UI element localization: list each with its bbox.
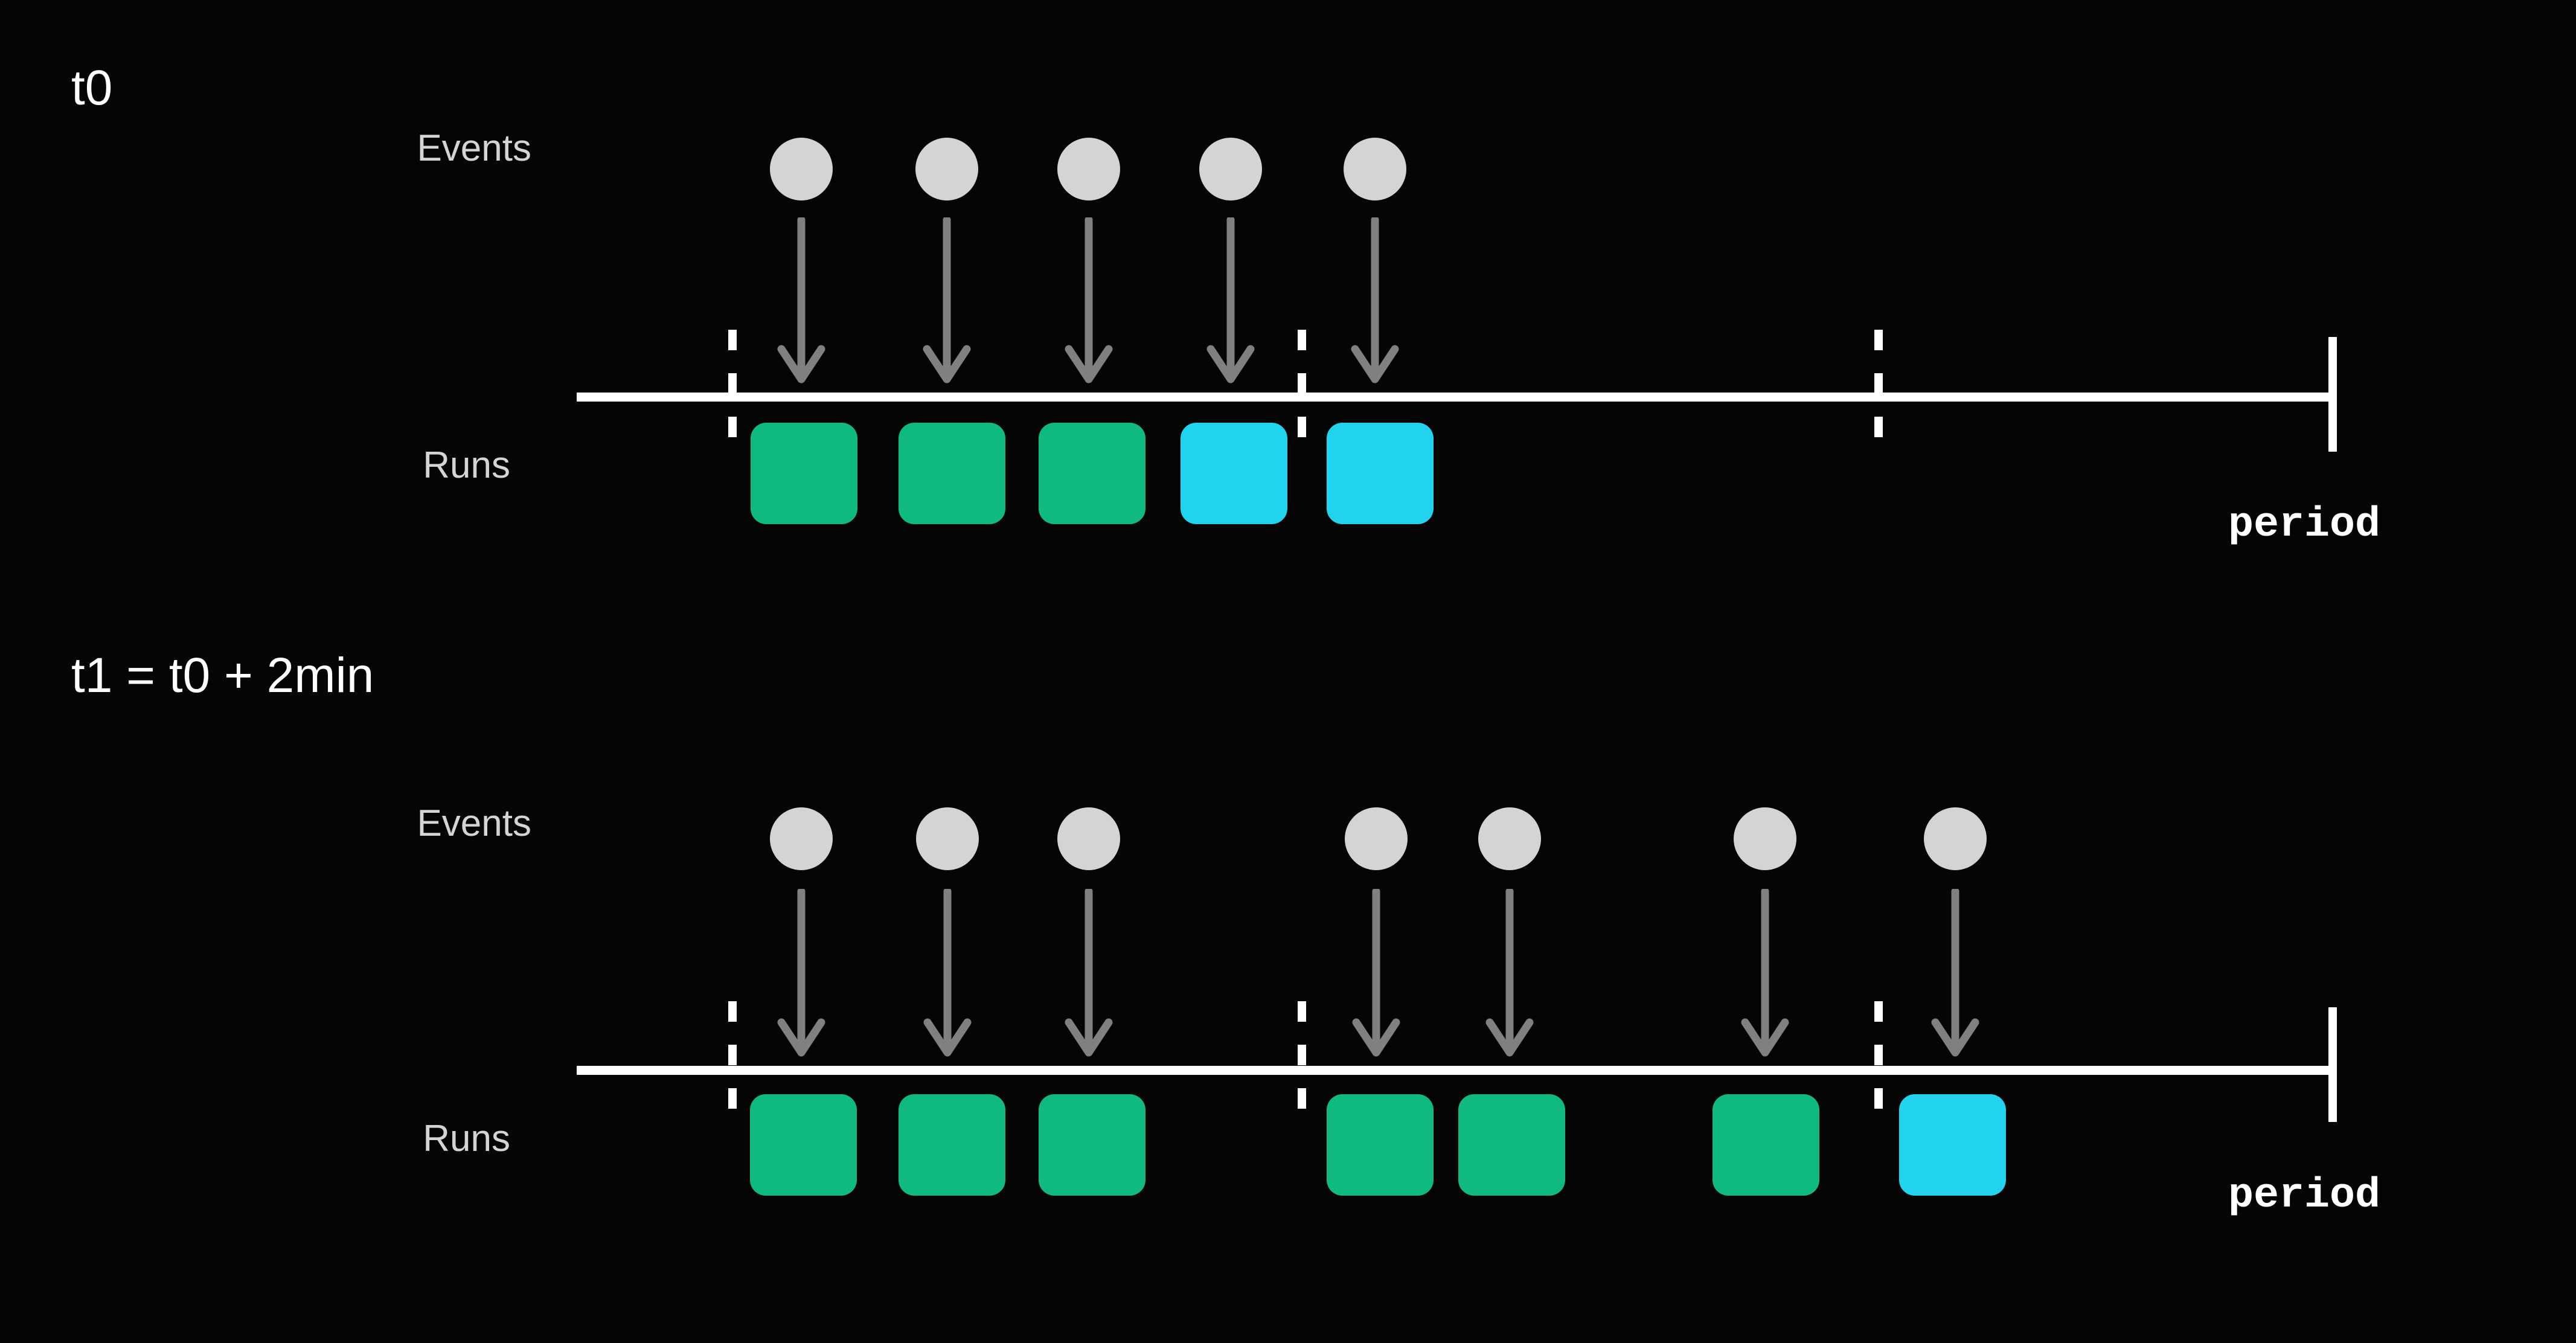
period-boundary-line bbox=[1874, 330, 1883, 450]
event-arrow bbox=[1062, 217, 1116, 388]
period-label-t0: period bbox=[2228, 501, 2381, 549]
event-dot bbox=[1734, 807, 1796, 870]
run-box-green bbox=[1713, 1094, 1819, 1196]
event-arrow bbox=[1203, 217, 1258, 388]
run-box-cyan bbox=[1899, 1094, 2006, 1196]
timeline-axis-t1 bbox=[577, 1066, 2336, 1075]
event-arrow bbox=[1062, 889, 1116, 1061]
event-arrow bbox=[920, 217, 974, 388]
period-boundary-line bbox=[728, 330, 737, 450]
run-box-green bbox=[750, 1094, 857, 1196]
event-dot bbox=[1478, 807, 1541, 870]
period-boundary-line bbox=[1298, 1001, 1306, 1122]
period-boundary-line bbox=[1298, 330, 1306, 450]
runs-label-t0: Runs bbox=[423, 444, 510, 486]
event-arrow bbox=[774, 889, 828, 1061]
timeline-end-tick-t1 bbox=[2328, 1007, 2337, 1122]
event-dot bbox=[915, 138, 978, 200]
event-dot bbox=[1344, 138, 1406, 200]
event-arrow bbox=[1348, 217, 1402, 388]
event-arrow bbox=[1738, 889, 1792, 1061]
runs-label-t1: Runs bbox=[423, 1118, 510, 1159]
timeline-title-t0: t0 bbox=[71, 60, 113, 115]
event-dot bbox=[916, 807, 979, 870]
run-box-green bbox=[899, 1094, 1005, 1196]
run-box-green bbox=[899, 423, 1005, 524]
events-label-t0: Events bbox=[417, 127, 531, 169]
run-box-green bbox=[1039, 1094, 1145, 1196]
event-dot bbox=[770, 138, 833, 200]
run-box-cyan bbox=[1181, 423, 1287, 524]
run-box-green bbox=[1039, 423, 1145, 524]
event-dot bbox=[1057, 807, 1120, 870]
run-box-cyan bbox=[1327, 423, 1434, 524]
timeline-title-t1: t1 = t0 + 2min bbox=[71, 648, 374, 703]
timeline-axis-t0 bbox=[577, 393, 2336, 402]
run-box-green bbox=[751, 423, 857, 524]
event-dot bbox=[1924, 807, 1987, 870]
period-label-t1: period bbox=[2228, 1172, 2381, 1220]
period-boundary-line bbox=[1874, 1001, 1883, 1122]
run-box-green bbox=[1327, 1094, 1434, 1196]
event-arrow bbox=[1482, 889, 1537, 1061]
event-dot bbox=[1345, 807, 1408, 870]
event-arrow bbox=[1349, 889, 1403, 1061]
event-arrow bbox=[774, 217, 828, 388]
event-dot bbox=[1057, 138, 1120, 200]
event-arrow bbox=[920, 889, 975, 1061]
run-box-green bbox=[1458, 1094, 1565, 1196]
event-dot bbox=[770, 807, 833, 870]
period-boundary-line bbox=[728, 1001, 737, 1122]
event-arrow bbox=[1928, 889, 1982, 1061]
event-dot bbox=[1199, 138, 1262, 200]
timeline-end-tick-t0 bbox=[2328, 337, 2337, 452]
events-label-t1: Events bbox=[417, 803, 531, 844]
